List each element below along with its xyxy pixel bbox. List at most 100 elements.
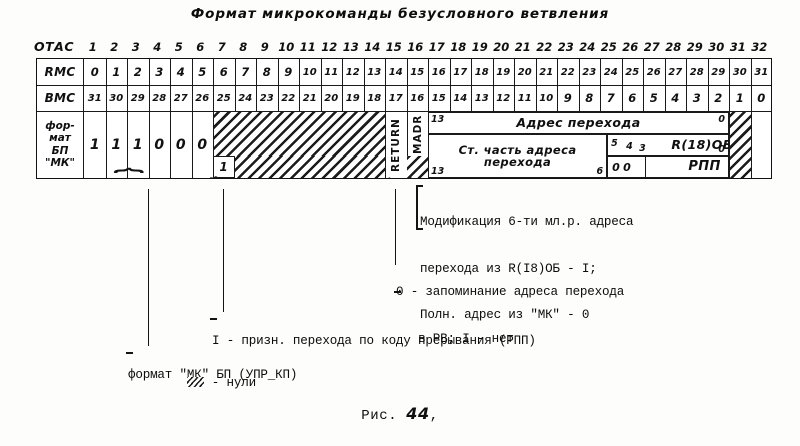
cell-rmc-7: 7 xyxy=(241,65,250,79)
cell-bmc-18: 13 xyxy=(474,92,489,104)
caption-number: 44 xyxy=(406,404,430,423)
cell-bmc-21: 10 xyxy=(539,92,554,104)
label-column-divider xyxy=(83,59,85,178)
interrupt-flag-box: 1 xyxy=(213,156,235,178)
format-label-line-3: БП xyxy=(51,144,69,157)
column-number-19: 19 xyxy=(471,40,488,54)
format-label-line-1: фор- xyxy=(45,119,75,132)
cell-rmc-4: 4 xyxy=(176,65,185,79)
cell-bmc-24: 7 xyxy=(606,91,615,105)
field-jump-address-name: Адрес перехода xyxy=(516,115,641,130)
cell-rmc-20: 20 xyxy=(517,66,532,78)
grid-vline-7 xyxy=(234,59,236,111)
column-number-6: 6 xyxy=(196,40,205,54)
cell-bmc-17: 14 xyxy=(453,92,468,104)
column-number-26: 26 xyxy=(622,40,639,54)
cell-rmc-3: 3 xyxy=(155,65,164,79)
grid-vline-4 xyxy=(170,59,172,111)
field-jump-address-left-bit: 13 xyxy=(431,114,445,125)
cell-bmc-10: 21 xyxy=(302,92,317,104)
interrupt-flag-value: 1 xyxy=(219,160,229,174)
column-number-3: 3 xyxy=(131,40,140,54)
cell-bmc-25: 6 xyxy=(628,91,637,105)
cell-rmc-10: 10 xyxy=(302,66,317,78)
grid-vline-11 xyxy=(320,59,322,111)
brace-madr: ⏞ xyxy=(406,177,416,186)
field-high-address-left-bit: 13 xyxy=(431,166,445,177)
column-number-24: 24 xyxy=(579,40,596,54)
cell-bmc-28: 3 xyxy=(692,91,701,105)
grid-vline-17 xyxy=(449,59,451,111)
cell-bmc-1: 30 xyxy=(109,92,124,104)
format-label-line-2: мат xyxy=(49,132,71,144)
annotation-modification-line-3: Полн. адрес из "МК" - 0 xyxy=(420,308,590,322)
cell-bmc-6: 25 xyxy=(216,92,231,104)
column-number-7: 7 xyxy=(217,40,226,54)
cell-bmc-5: 26 xyxy=(195,92,210,104)
bracket-modification-note xyxy=(416,185,418,228)
column-number-16: 16 xyxy=(407,40,424,54)
column-number-4: 4 xyxy=(153,40,162,54)
grid-vline-8 xyxy=(256,59,258,111)
grid-vline-24 xyxy=(600,59,602,111)
annotation-interrupt-line-1: I - призн. перехода по коду прерывания (… xyxy=(212,334,536,348)
cell-rmc-24: 24 xyxy=(603,66,618,78)
bracket-modification-note-bot xyxy=(416,228,423,230)
cell-rmc-23: 23 xyxy=(582,66,597,78)
cell-rmc-16: 16 xyxy=(431,66,446,78)
field-high-address-name: Ст. часть адреса перехода xyxy=(458,143,577,169)
format-vline-4 xyxy=(170,112,172,178)
cell-rmc-25: 25 xyxy=(625,66,640,78)
grid-vline-30 xyxy=(729,59,731,111)
grid-vline-13 xyxy=(363,59,365,111)
cell-rmc-30: 30 xyxy=(732,66,747,78)
grid-vline-28 xyxy=(686,59,688,111)
bracket-modification-note-top xyxy=(416,185,423,187)
format-vline-30 xyxy=(729,112,731,178)
field-r18ob-bit-3: 3 xyxy=(639,143,646,154)
row-divider-1 xyxy=(37,85,771,87)
column-number-29: 29 xyxy=(686,40,703,54)
leader-return xyxy=(394,189,397,263)
annotation-return: 0 - запоминание адреса перехода в РВ; I … xyxy=(396,254,624,378)
otac-label: ОТАС xyxy=(34,39,75,54)
grid-vline-27 xyxy=(664,59,666,111)
grid-vline-6 xyxy=(213,59,215,111)
grid-vline-23 xyxy=(578,59,580,111)
field-return: RETURN xyxy=(389,118,402,172)
cell-bmc-0: 31 xyxy=(87,92,102,104)
column-number-25: 25 xyxy=(600,40,617,54)
field-rpp-name: РПП xyxy=(688,159,721,174)
cell-rmc-9: 9 xyxy=(284,65,293,79)
cell-bmc-9: 22 xyxy=(281,92,296,104)
annotation-return-line-1: 0 - запоминание адреса перехода xyxy=(396,285,625,299)
column-number-11: 11 xyxy=(299,40,316,54)
bracket-format-note-bot xyxy=(126,352,133,354)
field-r18ob-bit-5: 5 xyxy=(611,138,618,149)
cell-bmc-4: 27 xyxy=(173,92,188,104)
field-r18ob-trailing: 0 xyxy=(718,144,725,155)
grid-vline-21 xyxy=(535,59,537,111)
format-bit-4: 0 xyxy=(154,137,165,153)
grid-vline-12 xyxy=(342,59,344,111)
grid-vline-15 xyxy=(406,59,408,111)
format-bit-2: 1 xyxy=(111,137,122,153)
format-vline-3 xyxy=(148,112,150,178)
row-label-rmc: RMC xyxy=(44,65,76,79)
field-r18ob-bit-4: 4 xyxy=(626,141,633,152)
grid-vline-3 xyxy=(148,59,150,111)
cell-bmc-31: 0 xyxy=(757,91,766,105)
cell-bmc-8: 23 xyxy=(259,92,274,104)
format-vline-5 xyxy=(191,112,193,178)
cell-bmc-16: 15 xyxy=(431,92,446,104)
cell-rmc-13: 13 xyxy=(367,66,382,78)
cell-bmc-3: 28 xyxy=(152,92,167,104)
bracket-return-note-bot xyxy=(394,291,401,293)
cell-bmc-27: 4 xyxy=(671,91,680,105)
hatch-swatch-icon xyxy=(187,376,205,387)
grid-vline-1 xyxy=(105,59,107,111)
column-number-2: 2 xyxy=(110,40,119,54)
cell-bmc-19: 12 xyxy=(496,92,511,104)
cell-rmc-29: 29 xyxy=(711,66,726,78)
